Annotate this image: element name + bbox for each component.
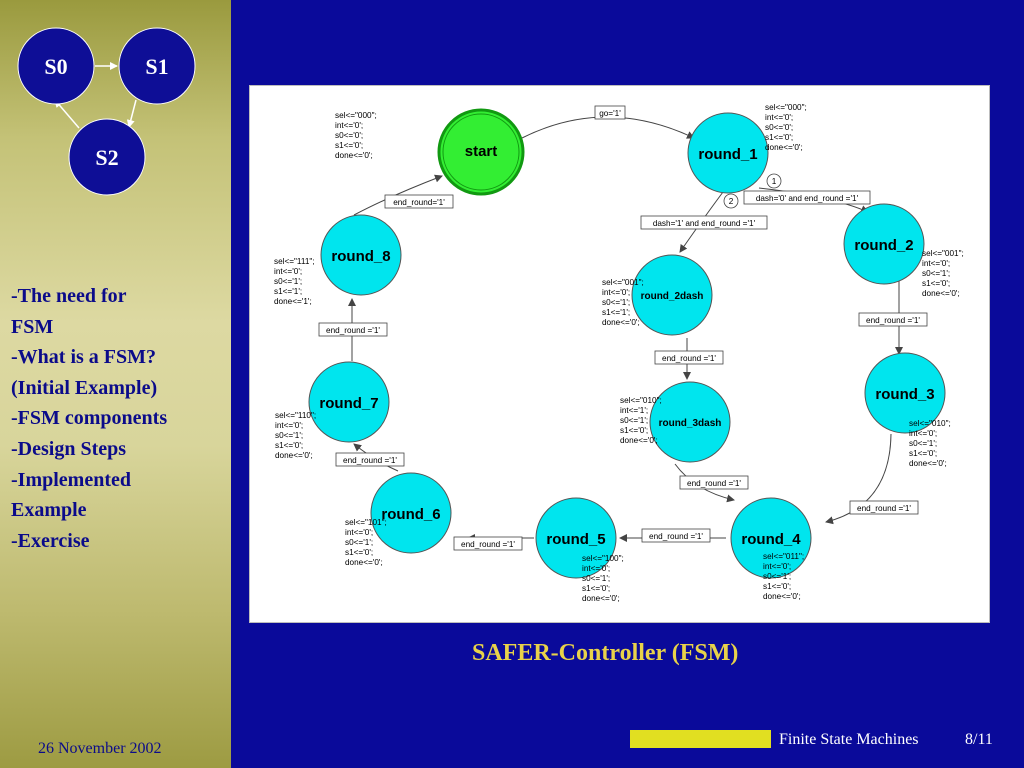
label-dash1: dash='1' and end_round ='1' bbox=[640, 215, 768, 230]
svg-text:go='1': go='1' bbox=[599, 109, 621, 118]
svg-text:end_round ='1': end_round ='1' bbox=[866, 316, 920, 325]
mini-state-s1: S1 bbox=[118, 27, 196, 105]
svg-text:dash='0' and end_round ='1': dash='0' and end_round ='1' bbox=[756, 194, 859, 203]
mini-edge-s1-s2 bbox=[126, 99, 137, 128]
svg-text:dash='1' and end_round ='1': dash='1' and end_round ='1' bbox=[653, 219, 756, 228]
outputs-round7: sel<="110"; int<='0'; s0<='1'; s1<='0'; … bbox=[275, 405, 320, 460]
state-round3dash: round_3dash bbox=[649, 381, 731, 463]
label-dash0: dash='0' and end_round ='1' bbox=[743, 190, 871, 205]
outputs-round3dash: sel<="010"; int<='1'; s0<='1'; s1<='0'; … bbox=[620, 390, 666, 445]
label-r2d-r3d: end_round ='1' bbox=[654, 350, 724, 365]
outputs-round2dash: sel<="001"; int<='0'; s0<='1'; s1<='1'; … bbox=[602, 272, 648, 327]
state-round2dash-label: round_2dash bbox=[641, 291, 704, 302]
state-start-label: start bbox=[465, 143, 498, 160]
menu-item-what-is-fsm[interactable]: -What is a FSM? (Initial Example) bbox=[11, 346, 158, 399]
outputs-round8: sel<="111"; int<='0'; s0<='1'; s1<='1'; … bbox=[274, 251, 319, 306]
svg-text:end_round ='1': end_round ='1' bbox=[326, 326, 380, 335]
state-round6-label: round_6 bbox=[381, 506, 440, 523]
label-r4-r5: end_round ='1' bbox=[641, 528, 711, 543]
svg-text:2: 2 bbox=[729, 197, 734, 206]
state-start: start bbox=[437, 108, 525, 196]
outputs-round3: sel<="010"; int<='0'; s0<='1'; s1<='0'; … bbox=[909, 413, 955, 468]
fsm-diagram: go='1' end_round='1' dash='0' and end_ro… bbox=[274, 97, 968, 603]
svg-text:end_round ='1': end_round ='1' bbox=[649, 532, 703, 541]
priority-marker-2: 2 bbox=[723, 193, 739, 209]
mini-state-s0-label: S0 bbox=[44, 54, 67, 79]
state-round5: round_5 bbox=[535, 497, 617, 579]
svg-text:end_round ='1': end_round ='1' bbox=[857, 504, 911, 513]
menu-item-implemented-example[interactable]: -Implemented Example bbox=[11, 468, 131, 522]
outputs-round4: sel<="011"; int<='0'; s0<='1'; s1<='0'; … bbox=[763, 546, 808, 601]
sidebar: S0 S1 S2 -The need for FSM -What is a FS… bbox=[0, 0, 231, 768]
footer-accent-bar bbox=[630, 730, 771, 748]
label-end-round-start: end_round='1' bbox=[384, 194, 454, 209]
priority-marker-1: 1 bbox=[766, 173, 782, 189]
state-round1-label: round_1 bbox=[698, 146, 757, 163]
label-r5-r6: end_round ='1' bbox=[453, 536, 523, 551]
outputs-start: sel<="000"; int<='0'; s0<='0'; s1<='0'; … bbox=[335, 105, 381, 160]
state-round4: round_4 bbox=[730, 497, 812, 579]
edge-round3-round4 bbox=[825, 433, 892, 525]
state-round5-label: round_5 bbox=[546, 531, 605, 548]
label-r3d-r4: end_round ='1' bbox=[679, 475, 749, 490]
svg-text:end_round ='1': end_round ='1' bbox=[687, 479, 741, 488]
outputs-round5: sel<="100"; int<='0'; s0<='1'; s1<='0'; … bbox=[582, 548, 628, 603]
outputs-round1: sel<="000"; int<='0'; s0<='0'; s1<='0'; … bbox=[765, 97, 811, 152]
state-round3dash-label: round_3dash bbox=[659, 418, 722, 429]
label-r2-r3: end_round ='1' bbox=[858, 312, 928, 327]
slide-date: 26 November 2002 bbox=[38, 740, 162, 757]
menu-item-exercise[interactable]: -Exercise bbox=[11, 529, 90, 552]
mini-state-s1-label: S1 bbox=[145, 54, 168, 79]
mini-state-s2-label: S2 bbox=[95, 145, 118, 170]
edge-start-round1 bbox=[521, 116, 695, 139]
footer-title: Finite State Machines bbox=[779, 731, 919, 748]
state-round2-label: round_2 bbox=[854, 237, 913, 254]
state-round8-label: round_8 bbox=[331, 248, 390, 265]
state-round8: round_8 bbox=[320, 214, 402, 296]
state-round2dash: round_2dash bbox=[631, 254, 713, 336]
outputs-round2: sel<="001"; int<='0'; s0<='1'; s1<='0'; … bbox=[922, 243, 968, 298]
state-round7: round_7 bbox=[308, 361, 390, 443]
svg-text:end_round ='1': end_round ='1' bbox=[461, 540, 515, 549]
label-go: go='1' bbox=[594, 105, 626, 120]
label-r3-r4: end_round ='1' bbox=[849, 500, 919, 515]
state-round4-label: round_4 bbox=[741, 531, 801, 548]
page-number: 8/11 bbox=[965, 731, 993, 748]
label-r6-r7: end_round ='1' bbox=[335, 452, 405, 467]
svg-text:end_round='1': end_round='1' bbox=[393, 198, 445, 207]
menu-item-need-for-fsm[interactable]: -The need for FSM bbox=[11, 285, 127, 338]
sidebar-menu: -The need for FSM -What is a FSM? (Initi… bbox=[11, 281, 226, 556]
state-round2: round_2 bbox=[843, 203, 925, 285]
menu-item-fsm-components[interactable]: -FSM components bbox=[11, 407, 168, 430]
state-round6: round_6 bbox=[370, 472, 452, 554]
svg-text:end_round ='1': end_round ='1' bbox=[343, 456, 397, 465]
outputs-round6: sel<="101"; int<='0'; s0<='1'; s1<='0'; … bbox=[345, 512, 391, 567]
diagram-caption: SAFER-Controller (FSM) bbox=[472, 640, 739, 666]
state-round1: round_1 bbox=[687, 112, 769, 194]
svg-text:1: 1 bbox=[772, 177, 777, 186]
svg-text:end_round ='1': end_round ='1' bbox=[662, 354, 716, 363]
mini-fsm-diagram: S0 S1 S2 bbox=[17, 27, 196, 196]
mini-state-s2: S2 bbox=[68, 118, 146, 196]
label-r7-r8: end_round ='1' bbox=[318, 322, 388, 337]
mini-edge-s2-s0 bbox=[54, 99, 80, 129]
fsm-diagram-panel: go='1' end_round='1' dash='0' and end_ro… bbox=[249, 85, 990, 623]
menu-item-design-steps[interactable]: -Design Steps bbox=[11, 437, 127, 460]
mini-state-s0: S0 bbox=[17, 27, 95, 105]
state-round3-label: round_3 bbox=[875, 386, 934, 403]
state-round7-label: round_7 bbox=[319, 395, 378, 412]
state-round3: round_3 bbox=[864, 352, 946, 434]
